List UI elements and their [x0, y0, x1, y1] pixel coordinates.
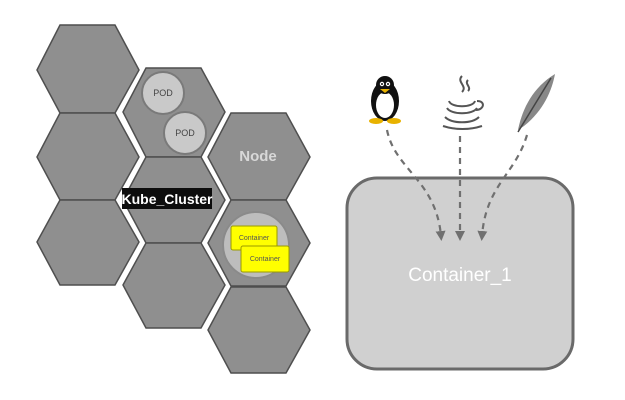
container-pod: Container Container: [222, 211, 290, 279]
hex-cell: [36, 199, 140, 286]
pod-label: POD: [153, 88, 173, 98]
container-label: Container: [239, 235, 270, 242]
flow-arrows: [385, 129, 529, 241]
container-2: Container: [240, 245, 290, 273]
pod-label: POD: [175, 128, 195, 138]
hex-cell: [36, 24, 140, 114]
container-box-label: Container_1: [408, 265, 512, 286]
node-label: Node: [239, 148, 277, 165]
cluster-label: Kube_Cluster: [121, 188, 213, 209]
pod-2: POD: [163, 111, 207, 155]
hex-cell: [122, 242, 226, 329]
cluster-label-text: Kube_Cluster: [121, 191, 213, 207]
hex-cell: [36, 112, 140, 201]
container-label: Container: [250, 256, 281, 263]
feather-arrow: [477, 134, 529, 241]
hex-cell: [207, 286, 311, 374]
linux-arrow: [385, 129, 446, 241]
linux-penguin-icon: [369, 76, 401, 124]
pod-1: POD: [141, 71, 185, 115]
feather-icon: [517, 74, 555, 133]
container-box: Container_1: [345, 176, 575, 371]
java-icon: [442, 75, 484, 130]
